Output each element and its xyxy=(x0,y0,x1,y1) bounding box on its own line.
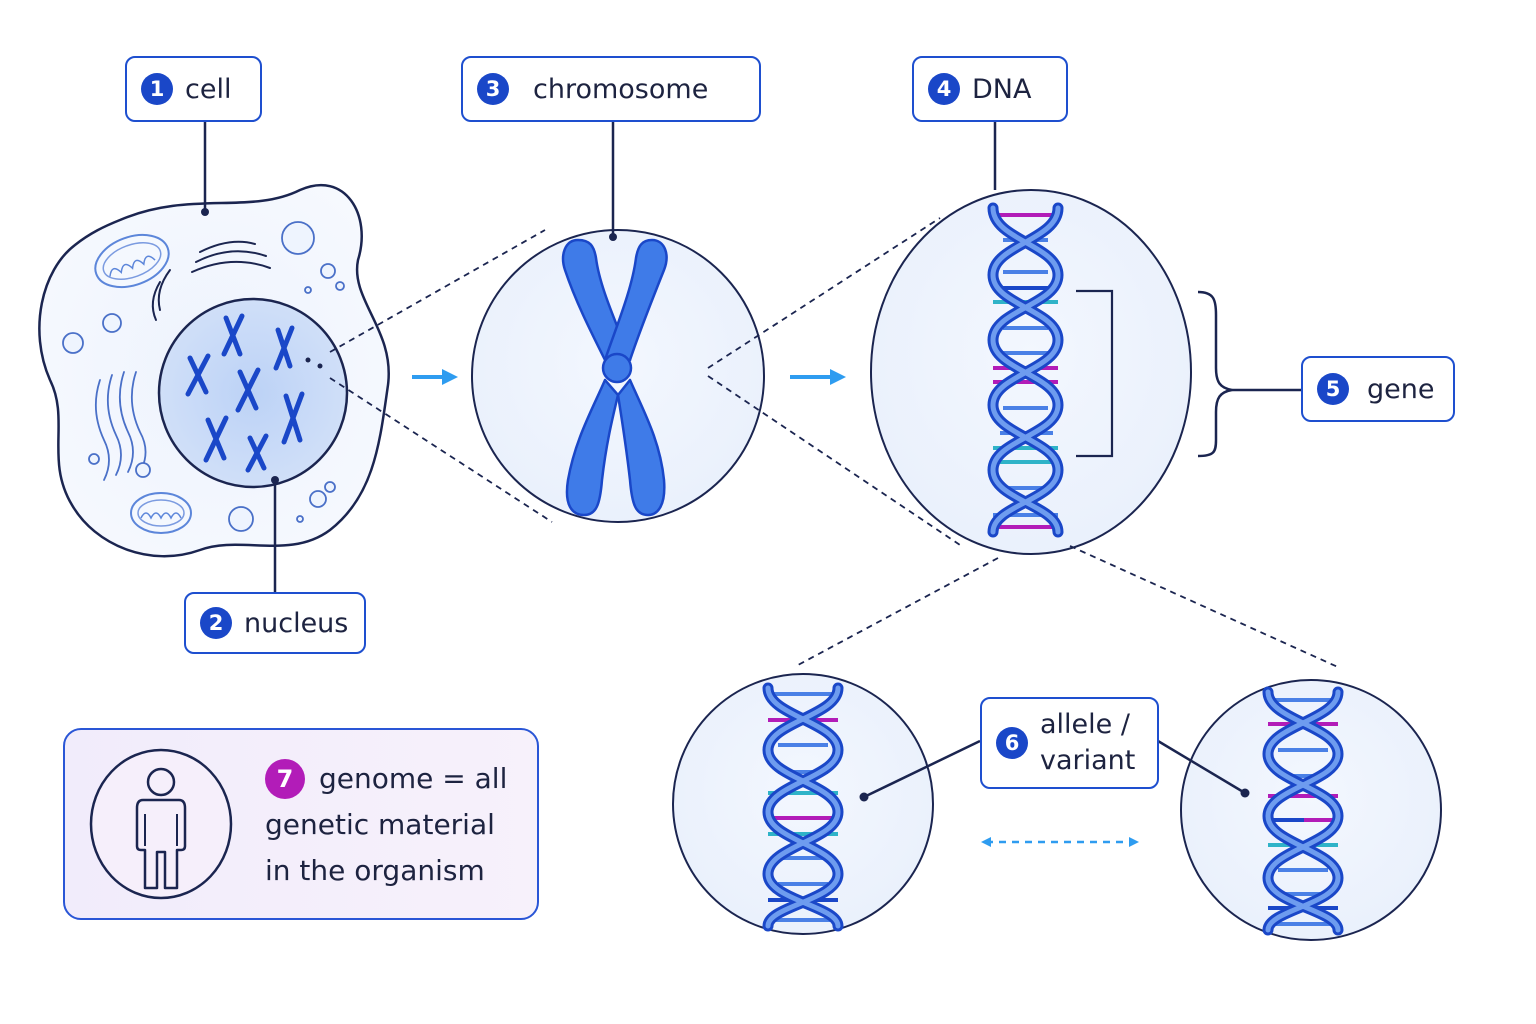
chromosome-label: 3 chromosome xyxy=(461,56,761,122)
nucleus-label: 2 nucleus xyxy=(184,592,366,654)
mitochondrion-icon xyxy=(94,233,170,289)
number-badge: 6 xyxy=(996,727,1028,759)
mitochondrion-icon xyxy=(130,492,192,534)
cell-label-text: cell xyxy=(185,73,232,105)
allele-line-1: allele / xyxy=(1040,709,1130,740)
nucleus-label-text: nucleus xyxy=(244,607,349,639)
genome-description: 7 genome = all genetic material in the o… xyxy=(265,756,535,894)
dna-helix-icon xyxy=(870,189,1192,555)
number-badge: 3 xyxy=(477,73,509,105)
allele-label: 6 allele / variant xyxy=(980,697,1159,789)
genome-line-1: genome = all xyxy=(319,762,508,795)
dna-helix-icon xyxy=(1180,679,1442,941)
number-badge: 1 xyxy=(141,73,173,105)
number-badge: 5 xyxy=(1317,373,1349,405)
chromosome-icon xyxy=(471,229,765,523)
dna-label-text: DNA xyxy=(972,73,1032,105)
number-badge: 4 xyxy=(928,73,960,105)
gene-label-text: gene xyxy=(1367,373,1435,405)
allele-label-text: allele / variant xyxy=(1040,707,1135,779)
genome-line-3: in the organism xyxy=(265,854,485,887)
gene-label: 5 gene xyxy=(1301,356,1455,422)
dna-label: 4 DNA xyxy=(912,56,1068,122)
chromosome-label-text: chromosome xyxy=(533,73,709,105)
gene-brace-icon xyxy=(1197,290,1233,458)
person-icon xyxy=(89,748,233,900)
vesicle-icon xyxy=(62,221,345,532)
cell-icon xyxy=(38,183,390,558)
genome-panel: 7 genome = all genetic material in the o… xyxy=(63,728,539,920)
genome-line-2: genetic material xyxy=(265,808,495,841)
number-badge: 7 xyxy=(265,759,305,799)
dna-helix-icon xyxy=(672,673,934,935)
nucleus-icon xyxy=(157,297,349,489)
golgi-icon xyxy=(151,240,271,321)
allele-line-2: variant xyxy=(1040,745,1136,776)
gene-bracket-icon xyxy=(1076,289,1114,458)
number-badge: 2 xyxy=(200,607,232,639)
cell-label: 1 cell xyxy=(125,56,262,122)
endoplasmic-reticulum-icon xyxy=(94,371,147,481)
